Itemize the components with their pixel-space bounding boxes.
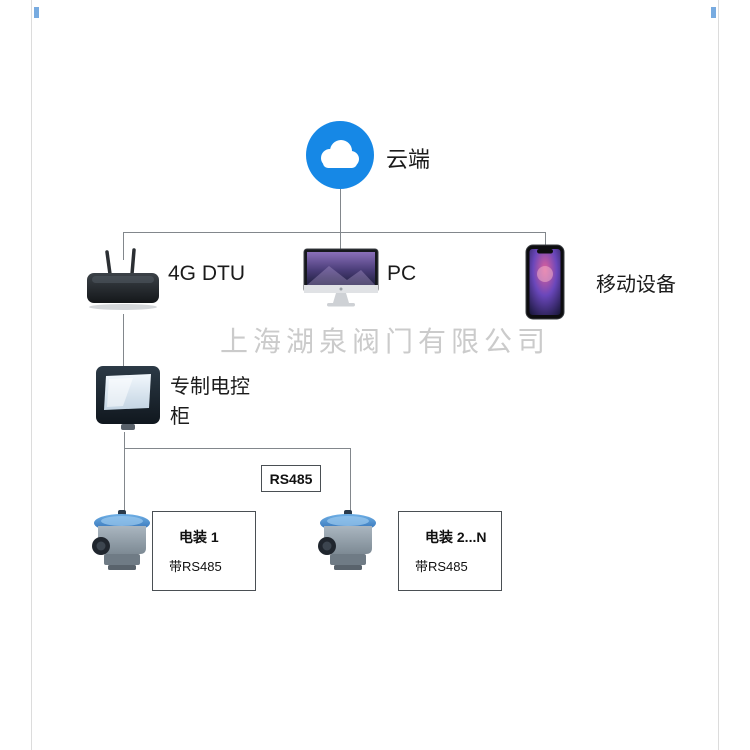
company-watermark: 上海湖泉阀门有限公司 (220, 327, 551, 358)
dtu-label: 4G DTU (168, 262, 246, 285)
line-top-bus (123, 232, 546, 233)
control-cabinet-icon (93, 364, 163, 434)
cloud-glyph (321, 140, 359, 168)
line-rs485-branch (124, 448, 351, 449)
right-border-line (718, 0, 719, 750)
line-bus-to-phone (545, 232, 546, 247)
decorative-mark (711, 7, 716, 18)
imac-icon (303, 248, 379, 310)
actuator2-box: 电装 2...N 带RS485 (398, 511, 502, 591)
line-cabinet-to-actuator1 (124, 432, 125, 512)
actuator1-title: 电装 1 (179, 529, 219, 545)
line-bus-to-dtu (123, 232, 124, 260)
cloud-icon (306, 121, 374, 189)
electric-actuator-icon (316, 510, 380, 576)
line-bus-to-pc (340, 232, 341, 251)
cloud-label: 云端 (386, 147, 431, 172)
line-branch-to-actuator2 (350, 448, 351, 512)
cabinet-label: 专制电控柜 (170, 376, 250, 428)
actuator2-title: 电装 2...N (425, 529, 487, 545)
actuator2-subtitle: 带RS485 (415, 559, 468, 574)
line-cloud-to-bus (340, 189, 341, 233)
actuator1-box: 电装 1 带RS485 (152, 511, 256, 591)
smartphone-icon (525, 244, 565, 320)
actuator1-subtitle: 带RS485 (169, 559, 222, 574)
router-4g-dtu-icon (83, 247, 163, 315)
left-border-line (31, 0, 32, 750)
line-dtu-to-cabinet (123, 314, 124, 366)
pc-label: PC (387, 262, 417, 285)
decorative-mark (34, 7, 39, 18)
electric-actuator-icon (90, 510, 154, 576)
rs485-bus-label: RS485 (261, 465, 321, 492)
mobile-label: 移动设备 (596, 274, 676, 296)
